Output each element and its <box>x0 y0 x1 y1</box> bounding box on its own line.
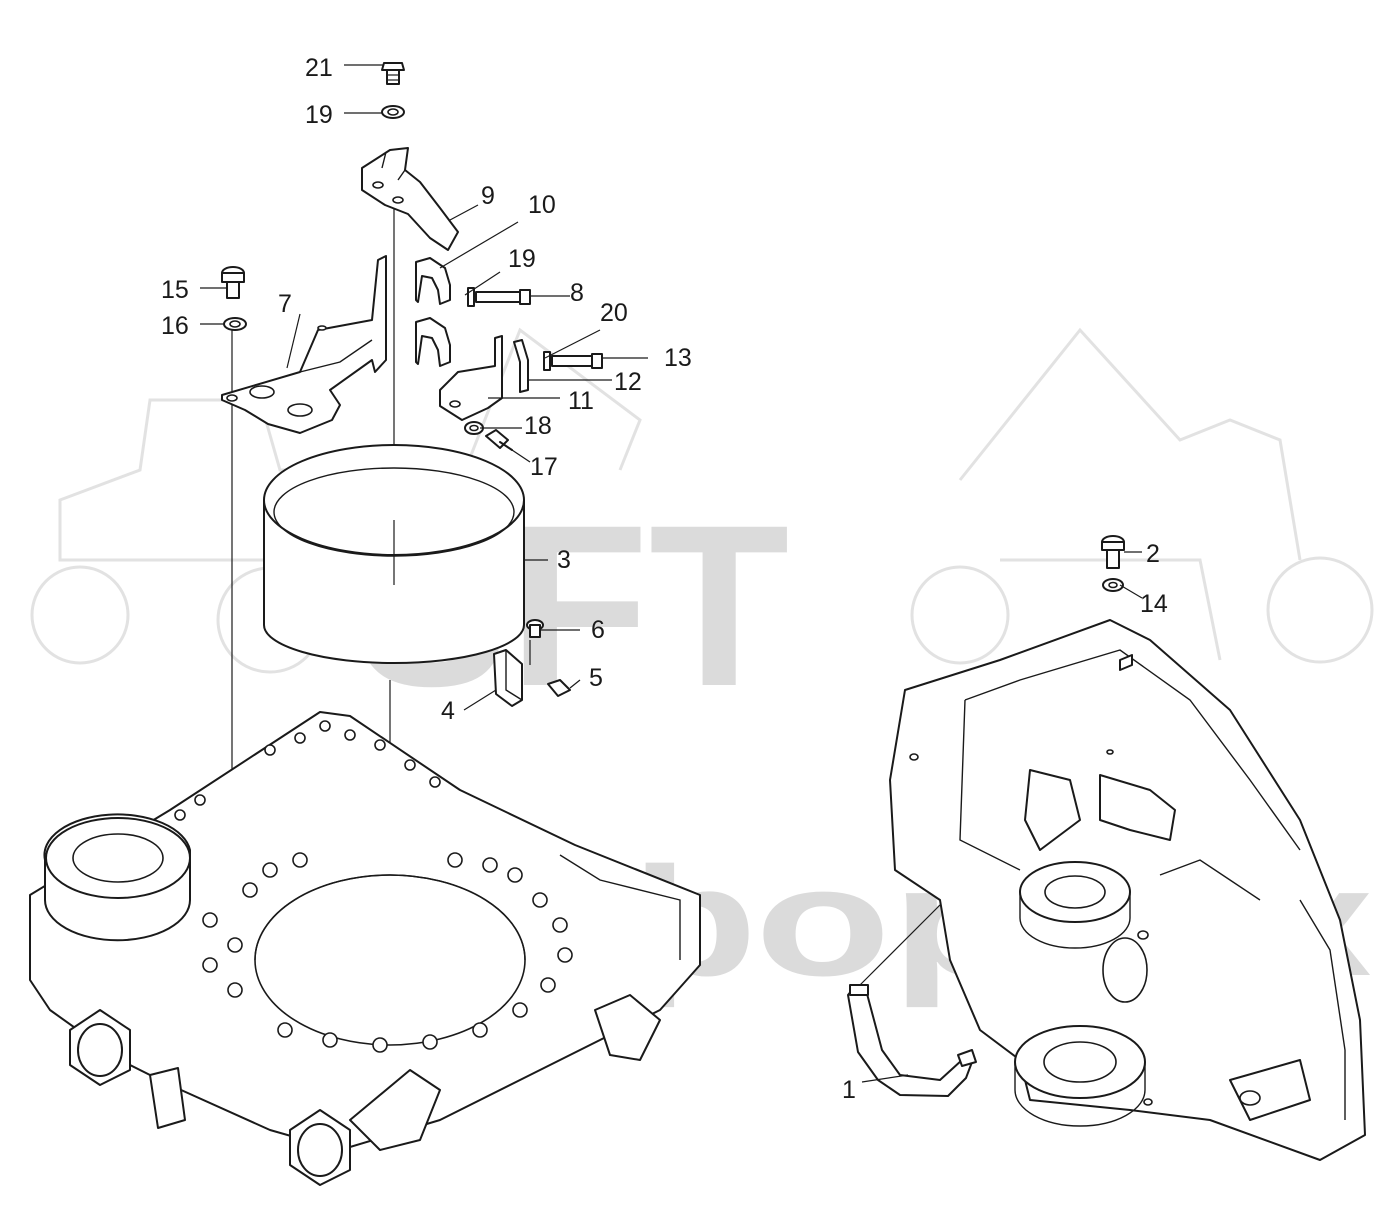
callout-8: 8 <box>570 279 584 307</box>
callout-18: 18 <box>524 412 552 440</box>
frame-bolt-holes <box>174 720 573 1053</box>
bolt-13 <box>543 351 603 371</box>
strap-clamp-9 <box>361 147 459 251</box>
bolt-17 <box>485 429 513 451</box>
callout-13: 13 <box>664 344 692 372</box>
callout-19-mid: 19 <box>508 245 536 273</box>
watermark-machine-right-icon <box>910 327 1374 665</box>
saddle-10 <box>415 257 451 367</box>
callout-2: 2 <box>1146 540 1160 568</box>
callout-5: 5 <box>589 664 603 692</box>
callout-1: 1 <box>842 1076 856 1104</box>
callout-16: 16 <box>161 312 189 340</box>
bracket-4 <box>493 649 523 707</box>
bolt-2 <box>1101 535 1125 569</box>
washer-14 <box>1102 578 1124 592</box>
callout-12: 12 <box>614 368 642 396</box>
bolt-6 <box>526 619 544 638</box>
bolt-15 <box>221 266 245 299</box>
bolt-21 <box>381 62 405 85</box>
callout-10: 10 <box>528 191 556 219</box>
bracket-7 <box>221 255 387 434</box>
washer-19-top <box>381 105 405 119</box>
callout-6: 6 <box>591 616 605 644</box>
bracket-11 <box>439 335 503 421</box>
callout-7: 7 <box>278 290 292 318</box>
callout-21: 21 <box>305 54 333 82</box>
clamp-12 <box>513 339 529 393</box>
callout-11: 11 <box>568 387 594 415</box>
turntable-frame <box>29 711 701 1186</box>
boom-mount-structure <box>889 619 1366 1161</box>
callout-9: 9 <box>481 182 495 210</box>
callout-19-top: 19 <box>305 101 333 129</box>
callout-numbers: 21 19 9 10 19 8 7 15 16 20 13 12 11 18 1… <box>161 54 1168 1104</box>
callout-20: 20 <box>600 299 628 327</box>
callout-17: 17 <box>530 453 558 481</box>
hose-1 <box>847 904 977 1097</box>
ring-band-3 <box>263 444 525 664</box>
callout-15: 15 <box>161 276 189 304</box>
callout-14: 14 <box>1140 590 1168 618</box>
bolt-8 <box>467 287 531 307</box>
callout-4: 4 <box>441 697 455 725</box>
leader-lines <box>200 64 1143 1083</box>
washer-18 <box>464 421 484 435</box>
callout-3: 3 <box>557 546 571 574</box>
bolt-5 <box>547 679 571 697</box>
washer-16 <box>223 317 247 331</box>
